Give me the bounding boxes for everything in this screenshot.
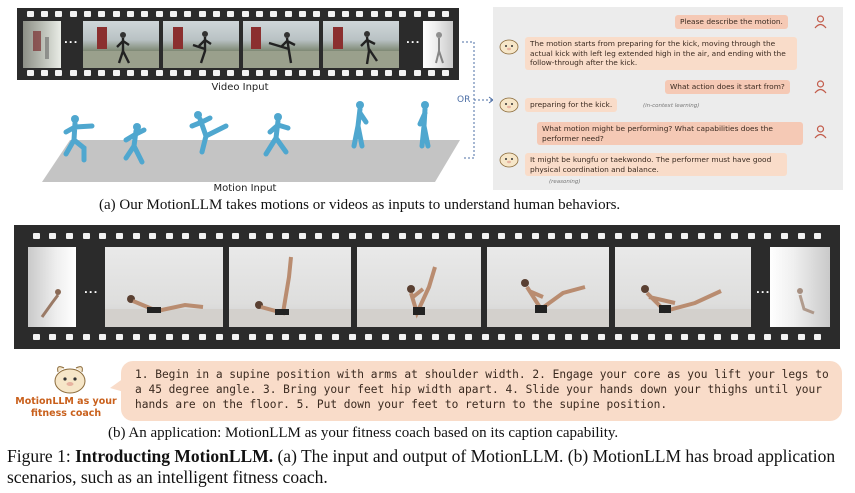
reasoning-tag: (reasoning) <box>549 179 581 185</box>
chat-bot-message-1: The motion starts from preparing for the… <box>525 37 797 70</box>
panel-a-caption: (a) Our MotionLLM takes motions or video… <box>99 197 621 213</box>
chat-bot-message-3: It might be kungfu or taekwondo. The per… <box>525 153 787 176</box>
figure-label: Figure 1: <box>7 446 71 466</box>
fitness-frame-fade-right-image <box>797 288 815 315</box>
fitness-frame-4 <box>487 247 609 327</box>
film-holes-top <box>14 233 840 241</box>
video-frame-4 <box>323 21 399 68</box>
fitness-frame-5 <box>615 247 751 327</box>
fitness-frame-3 <box>357 247 481 327</box>
video-frame-3 <box>243 21 319 68</box>
fitness-film-strip: ... ... <box>14 225 840 349</box>
figure-caption: Figure 1: Introducting MotionLLM. (a) Th… <box>7 446 849 488</box>
motion-figure-5 <box>351 101 369 149</box>
motion-figure-2 <box>123 123 147 165</box>
motion-figure-6 <box>417 101 431 149</box>
figure-title: Introducting MotionLLM. <box>75 446 274 466</box>
fitness-ellipsis-right: ... <box>756 285 771 296</box>
motionllm-avatar-icon <box>499 97 519 113</box>
coach-label: MotionLLM as your fitness coach <box>12 396 120 420</box>
user-avatar-icon <box>814 15 827 29</box>
motion-figure-3 <box>189 111 229 155</box>
coach-label-line-1: MotionLLM as your <box>15 396 117 407</box>
video-frame-fade-right <box>423 21 453 68</box>
motion-input-label: Motion Input <box>213 183 277 194</box>
video-ellipsis: ... <box>64 35 79 46</box>
user-avatar-icon <box>814 125 827 139</box>
motion-floor <box>42 140 460 182</box>
chat-user-message-1: Please describe the motion. <box>675 15 788 29</box>
user-avatar-icon <box>814 80 827 94</box>
panel-b-caption: (b) An application: MotionLLM as your fi… <box>108 425 619 441</box>
video-frame-2-image <box>163 27 239 68</box>
fitness-frame-4-image <box>487 279 609 327</box>
film-holes-bottom <box>17 70 459 78</box>
video-film-strip: ... ... <box>17 8 459 80</box>
video-frame-4-image <box>323 27 399 68</box>
fitness-frame-5-image <box>615 285 751 327</box>
video-frame-fade-left <box>23 21 61 68</box>
motion-figure-1 <box>63 115 95 163</box>
motionllm-avatar-icon <box>499 39 519 55</box>
coach-bubble-tail <box>110 378 124 392</box>
fitness-frame-fade-right <box>770 247 830 327</box>
fitness-frame-fade-left <box>28 247 76 327</box>
film-holes-top <box>17 11 459 19</box>
chat-panel: Please describe the motion. The motion s… <box>493 7 843 190</box>
film-holes-bottom <box>14 334 840 342</box>
video-input-label: Video Input <box>211 82 269 93</box>
chat-user-message-3: What motion might be performing? What ca… <box>537 122 803 145</box>
video-frame-1-image <box>83 27 159 68</box>
video-frame-1 <box>83 21 159 68</box>
or-label: OR <box>457 95 471 105</box>
video-frame-fade-right-image <box>435 32 444 64</box>
coach-label-line-2: fitness coach <box>30 408 102 419</box>
motion-sequence <box>42 101 460 182</box>
fitness-frame-1-image <box>105 295 223 327</box>
fitness-frame-fade-left-image <box>40 289 61 318</box>
coach-bubble: 1. Begin in a supine position with arms … <box>121 361 842 421</box>
video-frame-fade-left-image <box>33 31 49 59</box>
chat-bot-message-2: preparing for the kick. <box>525 98 618 112</box>
motion-figure-4 <box>263 113 291 157</box>
video-frame-2 <box>163 21 239 68</box>
video-ellipsis-right: ... <box>406 35 421 46</box>
figure-text: (a) The input and output of MotionLLM. (… <box>7 446 836 487</box>
video-frame-3-image <box>243 27 319 68</box>
in-context-learning-tag: (in-context learning) <box>643 103 700 109</box>
fitness-frame-1 <box>105 247 223 327</box>
motionllm-avatar-icon <box>499 152 519 168</box>
chat-user-message-2: What action does it start from? <box>665 80 790 94</box>
fitness-frame-2-image <box>229 256 351 327</box>
fitness-ellipsis-left: ... <box>84 285 99 296</box>
motionllm-coach-avatar-icon <box>54 366 86 394</box>
fitness-frame-2 <box>229 247 351 327</box>
fitness-frame-3-image <box>357 266 481 327</box>
